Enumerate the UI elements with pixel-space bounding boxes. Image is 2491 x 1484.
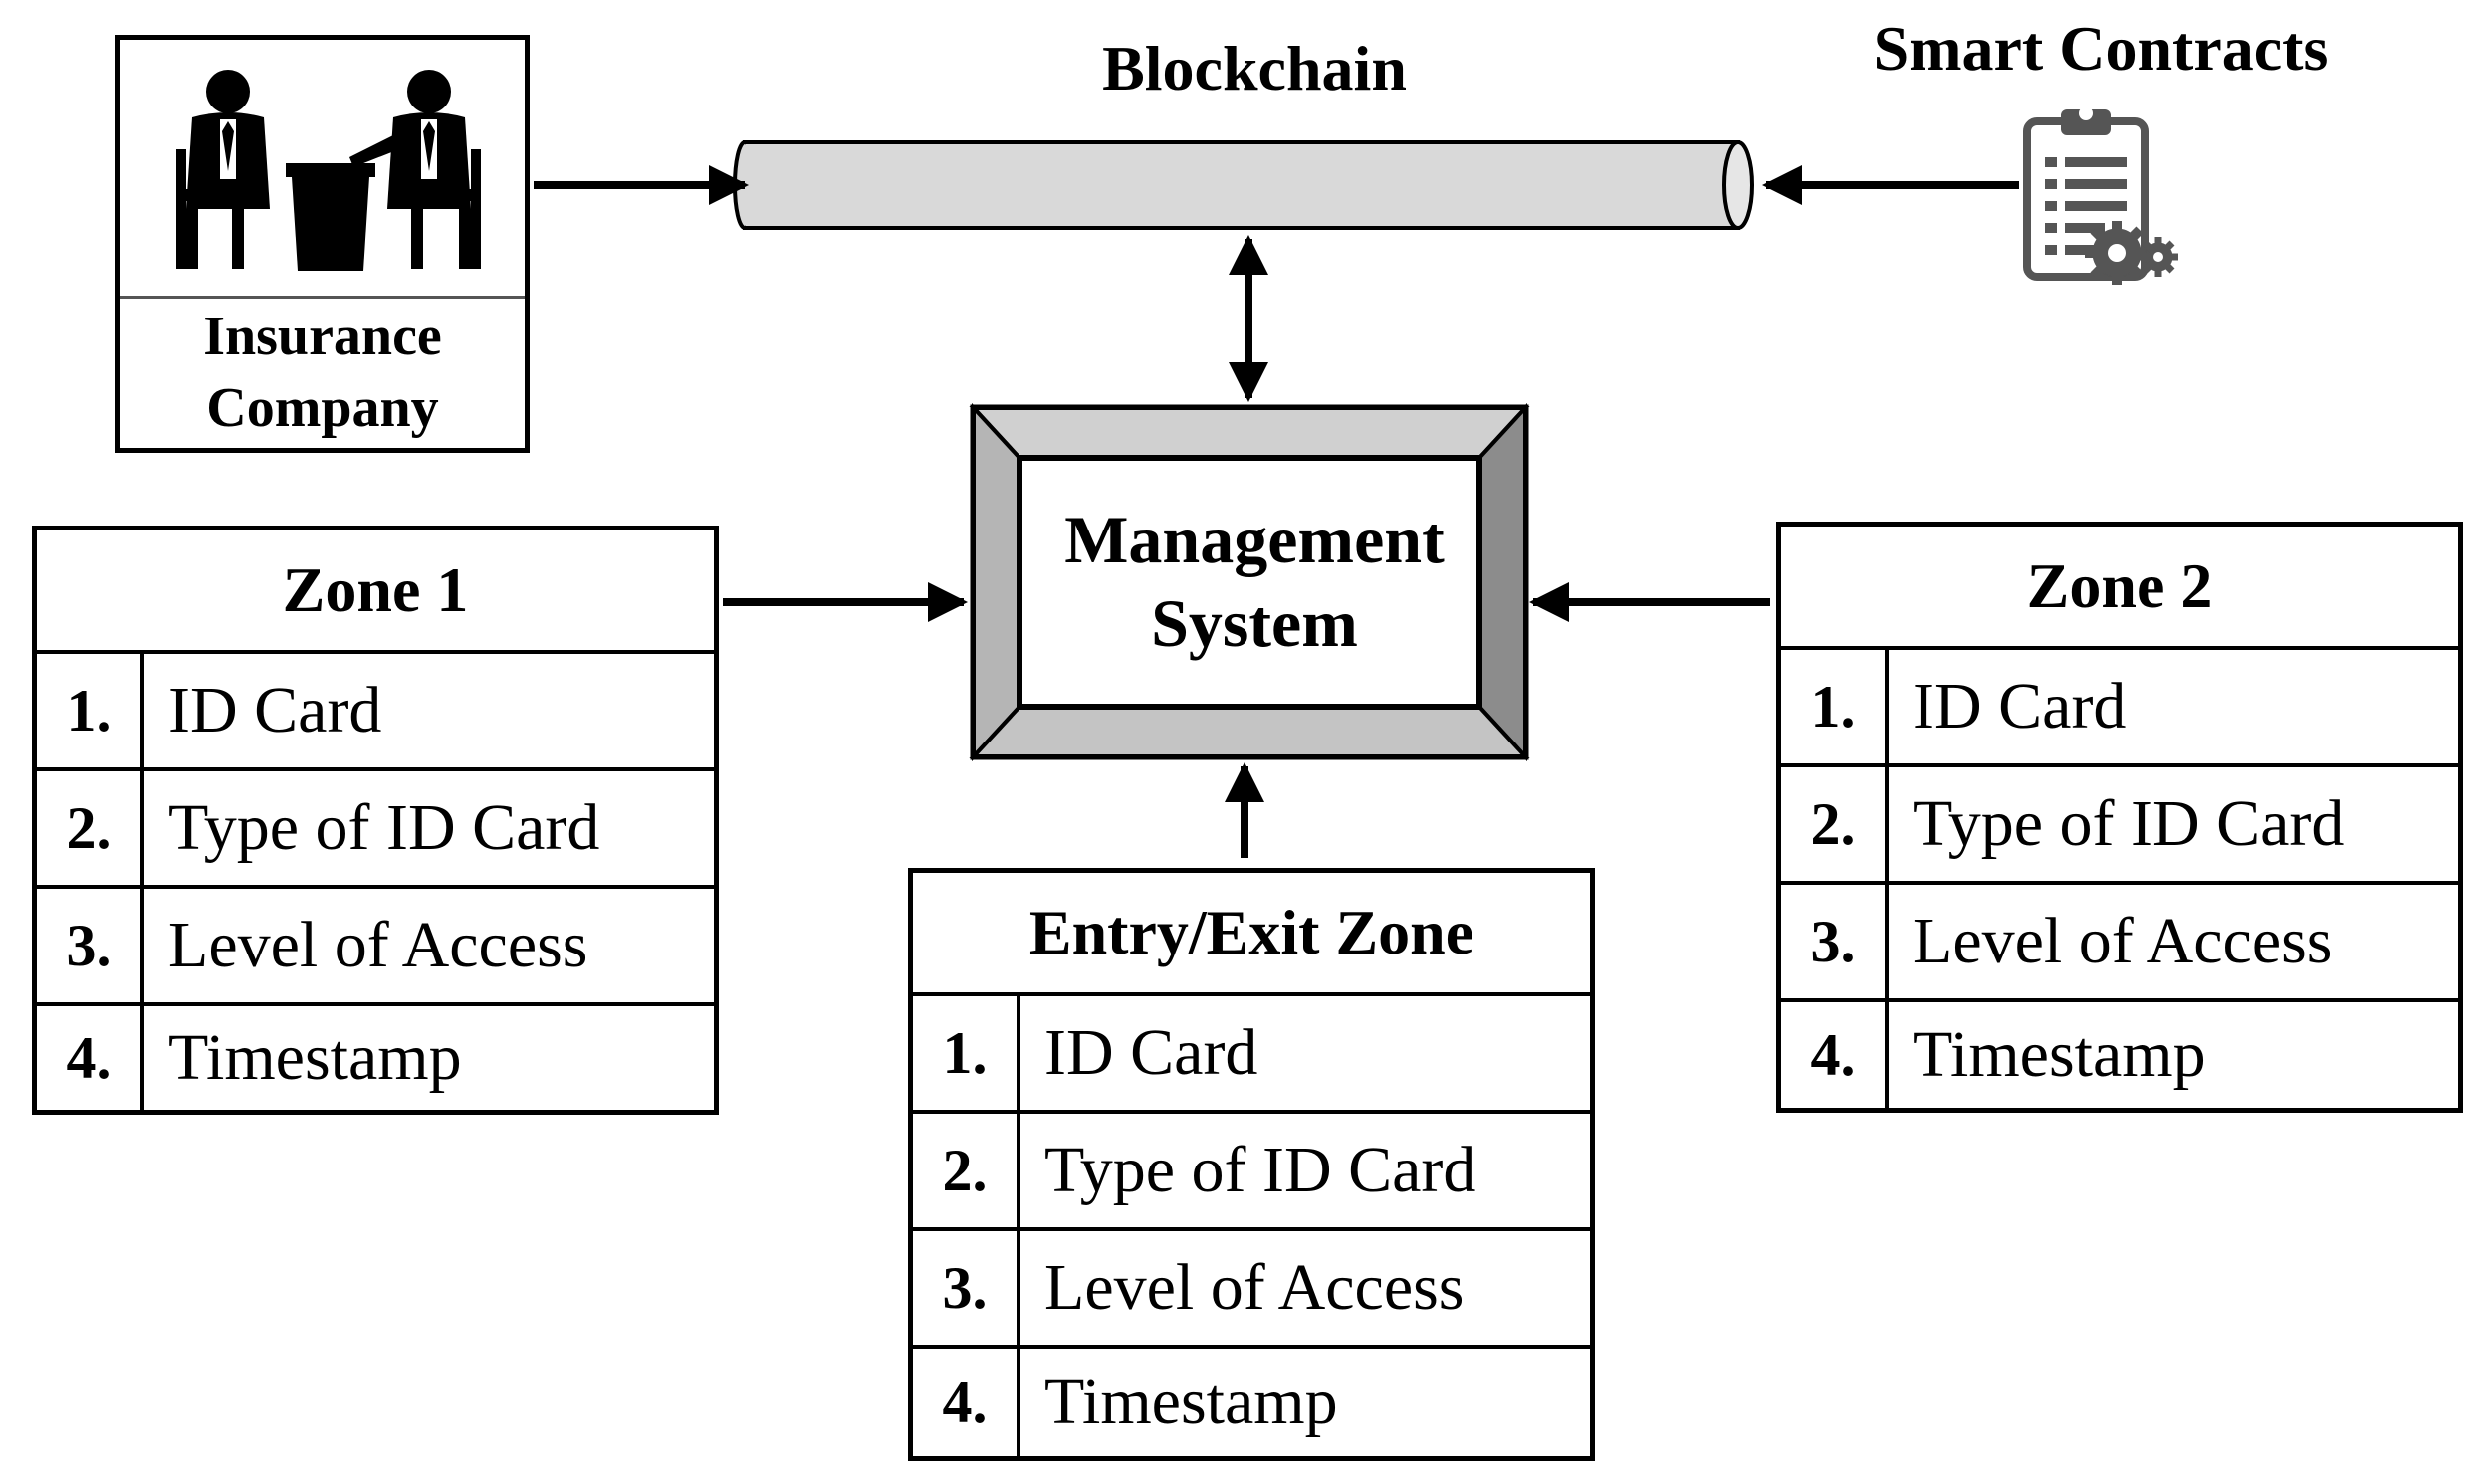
row-number: 3.	[37, 889, 144, 1002]
row-number: 2.	[913, 1114, 1020, 1227]
entry-exit-zone-title: Entry/Exit Zone	[913, 873, 1590, 996]
table-row: 1. ID Card	[913, 996, 1590, 1114]
row-number: 4.	[913, 1349, 1020, 1456]
row-number: 1.	[37, 654, 144, 767]
entry-exit-zone-table: Entry/Exit Zone 1. ID Card 2. Type of ID…	[908, 868, 1595, 1461]
row-number: 1.	[1781, 650, 1889, 763]
row-text: Timestamp	[1913, 1018, 2206, 1091]
insurance-company-label: Insurance Company	[120, 301, 525, 444]
table-row: 1. ID Card	[37, 654, 714, 771]
row-text: Type of ID Card	[168, 791, 600, 864]
table-row: 2. Type of ID Card	[37, 771, 714, 889]
row-number: 3.	[1781, 885, 1889, 998]
management-label-line2: System	[1151, 585, 1358, 661]
row-text: Timestamp	[168, 1021, 462, 1094]
insurance-company-box: Insurance Company	[115, 35, 530, 453]
row-number: 1.	[913, 996, 1020, 1110]
table-row: 4. Timestamp	[913, 1349, 1590, 1456]
clipboard-gears-icon	[2023, 106, 2178, 285]
row-number: 3.	[913, 1231, 1020, 1345]
zone-1-table: Zone 1 1. ID Card 2. Type of ID Card 3. …	[32, 526, 719, 1115]
table-row: 1. ID Card	[1781, 650, 2458, 767]
insurance-label-line1: Insurance	[203, 306, 442, 367]
management-system-frame	[969, 402, 1530, 762]
table-row: 2. Type of ID Card	[913, 1114, 1590, 1231]
row-text: ID Card	[1913, 670, 2127, 742]
row-number: 2.	[37, 771, 144, 885]
row-text: ID Card	[1044, 1016, 1258, 1089]
row-text: Type of ID Card	[1044, 1134, 1476, 1206]
insurance-label-line2: Company	[206, 377, 439, 439]
row-text: Type of ID Card	[1913, 787, 2345, 860]
business-meeting-icon	[120, 40, 525, 299]
management-label-line1: Management	[1064, 502, 1445, 577]
row-number: 2.	[1781, 767, 1889, 881]
row-number: 4.	[1781, 1002, 1889, 1108]
zone-1-title: Zone 1	[37, 530, 714, 654]
blockchain-pipe	[733, 140, 1754, 230]
row-number: 4.	[37, 1006, 144, 1110]
table-row: 4. Timestamp	[1781, 1002, 2458, 1108]
row-text: ID Card	[168, 674, 382, 746]
table-row: 3. Level of Access	[37, 889, 714, 1006]
management-system-label: Management System	[1016, 498, 1493, 665]
row-text: Level of Access	[1913, 905, 2333, 977]
row-text: Timestamp	[1044, 1366, 1338, 1438]
table-row: 3. Level of Access	[913, 1231, 1590, 1349]
blockchain-label: Blockchain	[1102, 33, 1407, 104]
zone-2-table: Zone 2 1. ID Card 2. Type of ID Card 3. …	[1776, 522, 2463, 1113]
table-row: 2. Type of ID Card	[1781, 767, 2458, 885]
row-text: Level of Access	[168, 909, 588, 981]
zone-2-title: Zone 2	[1781, 527, 2458, 650]
row-text: Level of Access	[1044, 1251, 1465, 1324]
table-row: 3. Level of Access	[1781, 885, 2458, 1002]
smart-contracts-label: Smart Contracts	[1873, 13, 2329, 84]
table-row: 4. Timestamp	[37, 1006, 714, 1110]
